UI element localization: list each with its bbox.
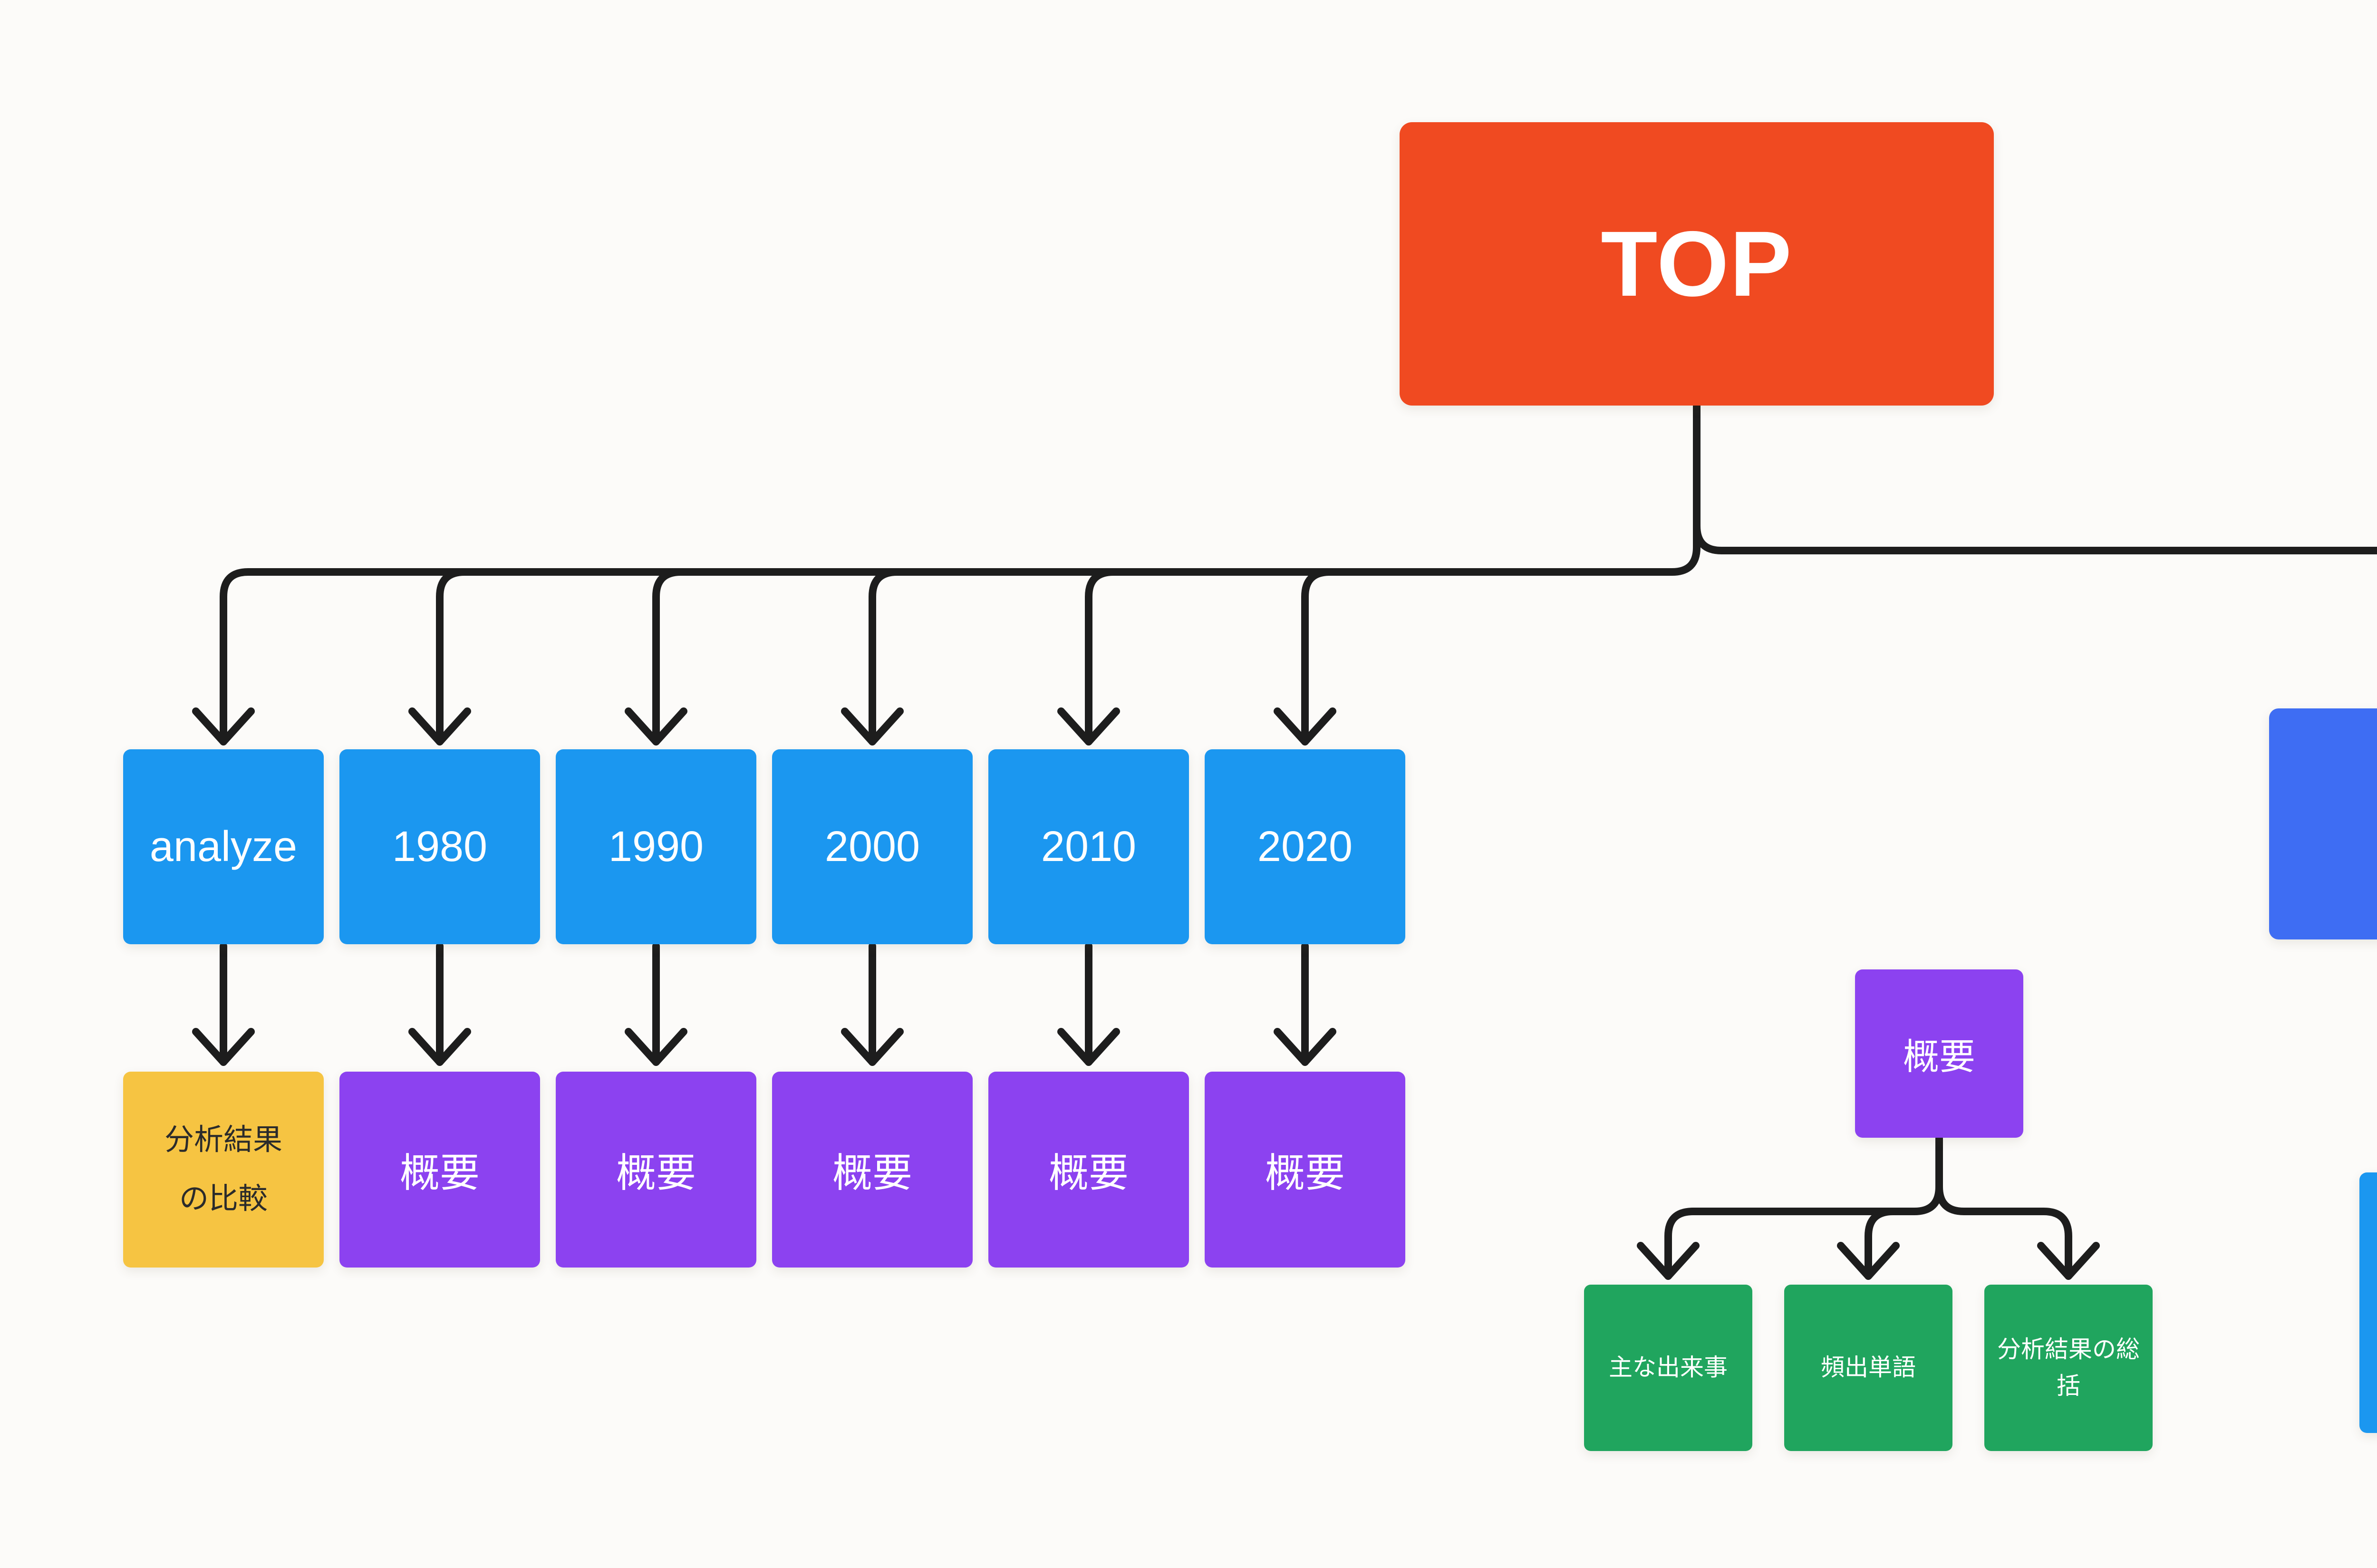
node-summary-2010-label: 概要 bbox=[1048, 1150, 1129, 1195]
connector-level1-to-level2 bbox=[192, 942, 1336, 1066]
node-summary-2000-label: 概要 bbox=[832, 1150, 912, 1195]
node-summary-1990-label: 概要 bbox=[616, 1150, 696, 1195]
node-summary-2010[interactable]: 概要 bbox=[988, 1072, 1189, 1268]
connector-overview-to-children bbox=[1637, 1135, 2100, 1280]
node-1980[interactable]: 1980 bbox=[339, 749, 540, 944]
node-frequent-words[interactable]: 頻出単語 bbox=[1784, 1285, 1952, 1451]
node-2020[interactable]: 2020 bbox=[1205, 749, 1405, 944]
node-analyze[interactable]: analyze bbox=[123, 749, 324, 944]
node-1990-label: 1990 bbox=[608, 823, 704, 871]
node-analysis-summary[interactable]: 分析結果の総括 bbox=[1984, 1285, 2153, 1451]
node-analyze-label: analyze bbox=[149, 823, 298, 871]
node-2010-label: 2010 bbox=[1041, 823, 1137, 871]
node-analysis-comparison[interactable]: 分析結果の比較 bbox=[123, 1072, 324, 1268]
node-2010[interactable]: 2010 bbox=[988, 749, 1189, 944]
node-frequent-words-label: 頻出単語 bbox=[1821, 1354, 1916, 1381]
connector-top-to-level1 bbox=[192, 402, 1701, 745]
node-analysis-summary-label: 分析結果の総括 bbox=[1997, 1336, 2140, 1400]
node-analysis-comparison-label: 分析結果の比較 bbox=[164, 1123, 282, 1215]
node-main-events[interactable]: 主な出来事 bbox=[1584, 1285, 1752, 1451]
node-summary-1980-label: 概要 bbox=[399, 1150, 480, 1195]
node-2000-label: 2000 bbox=[824, 823, 920, 871]
node-2000[interactable]: 2000 bbox=[772, 749, 973, 944]
node-main-events-label: 主な出来事 bbox=[1609, 1354, 1728, 1381]
node-top-label: TOP bbox=[1601, 212, 1793, 316]
node-top[interactable]: TOP bbox=[1400, 122, 1994, 406]
node-1990[interactable]: 1990 bbox=[556, 749, 756, 944]
node-summary-2000[interactable]: 概要 bbox=[772, 1072, 973, 1268]
node-summary-2020-label: 概要 bbox=[1265, 1150, 1345, 1195]
node-1980-label: 1980 bbox=[392, 823, 488, 871]
node-overview-label: 概要 bbox=[1903, 1037, 1975, 1077]
node-summary-2020[interactable]: 概要 bbox=[1205, 1072, 1405, 1268]
node-about-this-site[interactable]: このサイトについて bbox=[2359, 1172, 2377, 1433]
node-overview[interactable]: 概要 bbox=[1855, 969, 2023, 1138]
node-about[interactable]: ABOUT bbox=[2269, 708, 2377, 939]
node-2020-label: 2020 bbox=[1257, 823, 1353, 871]
connector-top-to-about bbox=[1693, 402, 2377, 554]
node-summary-1980[interactable]: 概要 bbox=[339, 1072, 540, 1268]
node-summary-1990[interactable]: 概要 bbox=[556, 1072, 756, 1268]
